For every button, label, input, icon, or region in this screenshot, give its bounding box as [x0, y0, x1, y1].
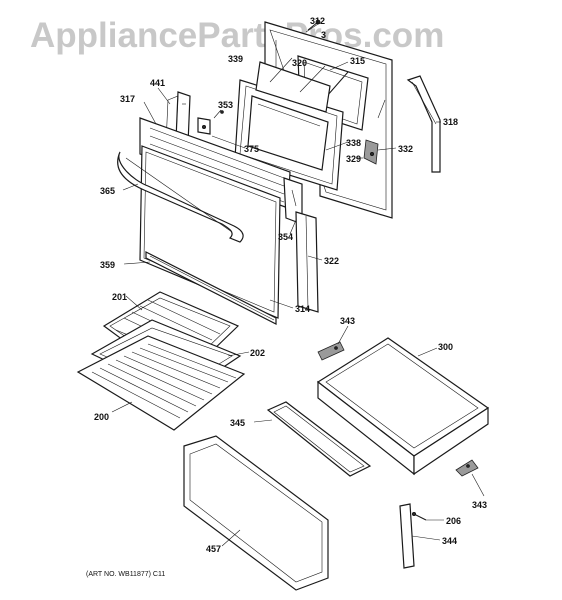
callout-338: 338	[346, 138, 361, 148]
callout-441: 441	[150, 78, 165, 88]
side-trim-318	[406, 75, 441, 173]
watermark-text: AppliancePartsPros.com	[30, 16, 444, 55]
callout-202: 202	[250, 348, 265, 358]
oven-rack-200	[76, 335, 246, 431]
callout-457: 457	[206, 544, 221, 554]
door-bottom-trim-359	[145, 251, 277, 325]
callout-206: 206	[446, 516, 461, 526]
door-handle-365	[117, 151, 244, 243]
callout-332: 332	[398, 144, 413, 154]
callout-359: 359	[100, 260, 115, 270]
callout-343-bottom: 343	[472, 500, 487, 510]
callout-320: 320	[292, 58, 307, 68]
drawer-slide-bracket-343-bottom	[455, 459, 479, 477]
callout-345: 345	[230, 418, 245, 428]
callout-labels: 312 3 339 320 315 441 353 317 318 375 33…	[94, 16, 487, 554]
callout-354: 354	[278, 232, 293, 242]
bracket-375	[197, 110, 224, 135]
drawer-front-457	[183, 435, 329, 591]
screw-206	[411, 512, 427, 521]
callout-3: 3	[321, 30, 326, 40]
callout-375: 375	[244, 144, 259, 154]
callout-315: 315	[350, 56, 365, 66]
callout-353: 353	[218, 100, 233, 110]
door-glass-320	[255, 61, 331, 113]
callout-318: 318	[443, 117, 458, 127]
callout-300: 300	[438, 342, 453, 352]
callout-312: 312	[310, 16, 325, 26]
drawer-rail-344	[399, 503, 415, 569]
callout-329: 329	[346, 154, 361, 164]
callout-200: 200	[94, 412, 109, 422]
leader-lines	[111, 23, 485, 547]
drawer-slide-bracket-343-top	[317, 341, 345, 361]
callout-201: 201	[112, 292, 127, 302]
storage-drawer-300	[316, 337, 490, 476]
art-number-footnote: (ART NO. WB11877) C11	[86, 571, 165, 578]
callout-344: 344	[442, 536, 457, 546]
callout-314: 314	[295, 304, 310, 314]
callout-317: 317	[120, 94, 135, 104]
callout-343-top: 343	[340, 316, 355, 326]
callout-322: 322	[324, 256, 339, 266]
door-front-panel	[139, 145, 281, 319]
callout-339: 339	[228, 54, 243, 64]
callout-365: 365	[100, 186, 115, 196]
side-channel-322	[295, 211, 319, 313]
drawer-liner-345	[266, 401, 372, 477]
